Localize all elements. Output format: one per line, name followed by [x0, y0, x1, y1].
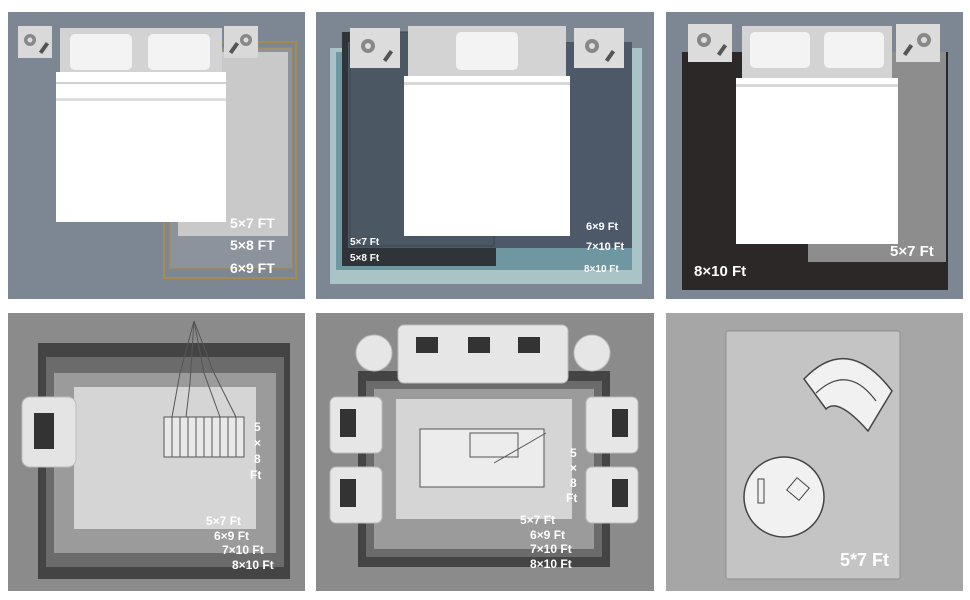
- rug-label-6x9: 6×9 Ft: [214, 529, 250, 543]
- rug-label-6x9: 6×9 Ft: [530, 528, 566, 542]
- rug-label-5x7: 5*7 Ft: [840, 550, 890, 570]
- rug-label-5x8: 5×8 Ft: [350, 253, 380, 264]
- rug-5x7: [725, 330, 901, 580]
- rug-label-5x7: 5×7 Ft: [890, 243, 934, 260]
- rug-5x7: [74, 387, 256, 529]
- rug-label-5x7: 5×7 Ft: [520, 513, 556, 527]
- rug-label-5x8-vertical-8: 8: [570, 476, 577, 490]
- rug-label-5x7: 5×7 Ft: [350, 237, 380, 248]
- panel-nursery-rug-sizes: 5 × 8 Ft 5×7 Ft 6×9 Ft 7×10 Ft 8×10 Ft: [8, 313, 305, 591]
- rug-label-8x10: 8×10 Ft: [694, 263, 747, 280]
- rug-label-5x8: 5×8 FT: [230, 237, 275, 253]
- nursery-illustration: [21, 320, 290, 579]
- armchair-left-top: [329, 396, 383, 454]
- rug-label-7x10: 7×10 Ft: [586, 241, 625, 253]
- rug-label-6x9: 6×9 FT: [230, 260, 275, 276]
- lounge-chair: [803, 357, 893, 433]
- panel-bedroom-rug-sizes-b: 6×9 Ft 7×10 Ft 8×10 Ft 5×7 Ft 5×8 Ft: [316, 12, 654, 299]
- panel-living-room-rug-sizes: 5 × 8 Ft 5×7 Ft 6×9 Ft 7×10 Ft 8×10 Ft: [316, 313, 654, 591]
- sofa: [355, 324, 611, 384]
- nightstand-right: [896, 24, 940, 62]
- panel-bedroom-rug-sizes-a: 5×7 FT 5×8 FT 6×9 FT: [8, 12, 305, 299]
- rug-label-8x10: 8×10 Ft: [584, 264, 619, 275]
- rug-label-7x10: 7×10 Ft: [530, 542, 572, 556]
- bedroom-b-illustration: [330, 26, 642, 284]
- rug-label-5x8-vertical-8: 8: [254, 452, 261, 466]
- bed: [736, 26, 898, 244]
- rug-label-5x8-vertical-5: 5: [570, 446, 577, 460]
- armchair-right-bottom: [585, 466, 639, 524]
- nightstand-left: [688, 24, 732, 62]
- armchair-left-bottom: [329, 466, 383, 524]
- rug-label-8x10: 8×10 Ft: [232, 558, 274, 572]
- rug-label-5x8-vertical-x: ×: [570, 461, 578, 475]
- coffee-table: [419, 428, 547, 488]
- rug-label-8x10: 8×10 Ft: [530, 557, 572, 571]
- rug-label-5x8-vertical-5: 5: [254, 420, 261, 434]
- bed: [56, 28, 226, 222]
- rug-label-7x10: 7×10 Ft: [222, 543, 264, 557]
- bedroom-c-illustration: [682, 24, 948, 290]
- armchair: [21, 396, 77, 468]
- rug-label-5x8-vertical-x: ×: [254, 436, 262, 450]
- rug-label-6x9: 6×9 Ft: [586, 221, 619, 233]
- side-table: [743, 456, 825, 538]
- rug-label-5x8-vertical-ft: Ft: [566, 491, 578, 505]
- lounge-illustration: [725, 330, 901, 580]
- rug-label-5x8-vertical-ft: Ft: [250, 468, 262, 482]
- rug-label-5x7: 5×7 FT: [230, 215, 275, 231]
- nightstand-right: [224, 26, 258, 58]
- panel-lounge-rug-size: 5*7 Ft: [666, 313, 963, 591]
- nightstand-left: [350, 28, 400, 68]
- rug-label-5x7: 5×7 Ft: [206, 514, 242, 528]
- panel-bedroom-rug-sizes-c: 5×7 Ft 8×10 Ft: [666, 12, 963, 299]
- nightstand-right: [574, 28, 624, 68]
- armchair-right-top: [585, 396, 639, 454]
- bedroom-a-illustration: [18, 26, 297, 279]
- bed: [404, 26, 570, 236]
- living-room-illustration: [329, 324, 639, 567]
- crib-with-canopy: [163, 320, 245, 458]
- nightstand-left: [18, 26, 52, 58]
